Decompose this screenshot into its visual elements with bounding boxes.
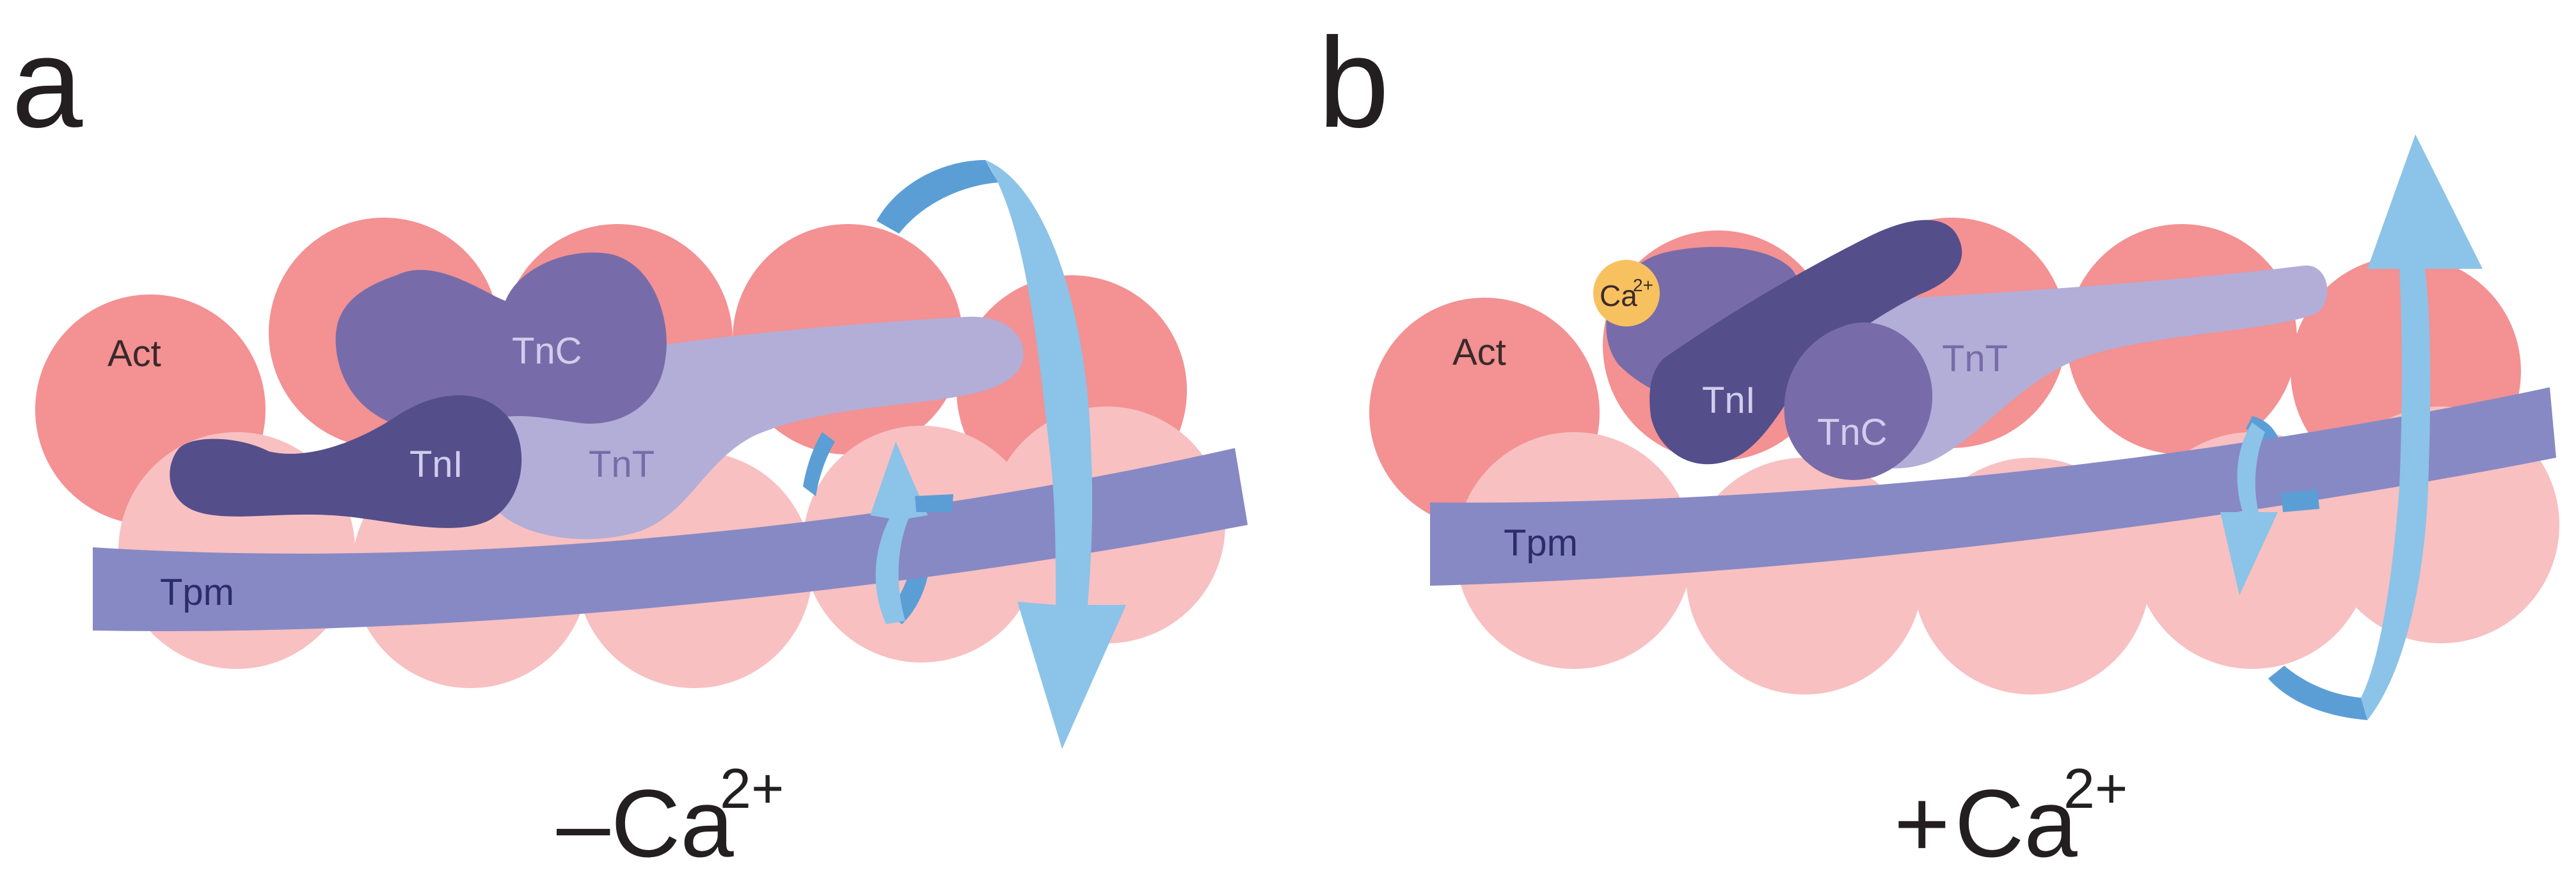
condition-sign-a: – <box>557 769 610 877</box>
condition-sup-b: 2+ <box>2063 757 2127 820</box>
tnc-label-a: TnC <box>512 330 582 372</box>
tnt-label-a: TnT <box>589 444 655 485</box>
condition-sign-b: + <box>1894 769 1950 877</box>
small-arrow-tail-b <box>2281 490 2319 512</box>
tpm-label-a: Tpm <box>160 572 234 613</box>
large-rotation-arrow-back-b <box>2268 666 2367 720</box>
condition-base-b: Ca <box>1955 769 2078 877</box>
calcium-ion: Ca 2+ <box>1593 260 1660 326</box>
condition-label-a: – Ca 2+ <box>557 757 784 877</box>
small-rotation-arrow-a <box>870 442 928 624</box>
tropomyosin-strand-a <box>93 448 1248 632</box>
panel-letter-a: a <box>12 12 83 154</box>
large-rotation-arrow-back-a <box>877 160 998 234</box>
tnt-subunit-b <box>1822 265 2328 469</box>
tnc-label-b: TnC <box>1817 412 1888 453</box>
tnc-subunit-b <box>1784 322 1933 480</box>
panel-a: a Act Tpm TnT TnC TnI <box>12 12 1248 877</box>
act-label-b: Act <box>1452 332 1506 373</box>
tnt-label-b: TnT <box>1942 338 2008 380</box>
tropomyosin-strand-b <box>1430 387 2556 586</box>
panel-b: b Act Tpm TnT TnI <box>1318 12 2559 877</box>
tni-label-b: TnI <box>1702 380 1756 421</box>
tni-subunit-b <box>1650 220 1962 465</box>
act-label-a: Act <box>107 333 161 374</box>
large-rotation-arrow-b <box>2361 134 2483 720</box>
large-arrow-hidden-tail-a <box>803 432 835 496</box>
tnc-subunit-a <box>335 252 667 431</box>
condition-base-a: Ca <box>611 769 734 877</box>
small-rotation-arrow-b <box>2220 422 2278 595</box>
large-rotation-arrow-a <box>985 160 1126 749</box>
panel-letter-b: b <box>1318 12 1389 154</box>
calcium-ion-sup: 2+ <box>1633 275 1653 295</box>
tni-label-a: TnI <box>409 444 463 485</box>
calcium-ion-circle <box>1593 260 1660 326</box>
tni-subunit-a <box>170 395 522 528</box>
small-arrow-tail-a <box>915 494 953 512</box>
condition-sup-a: 2+ <box>720 757 784 820</box>
condition-label-b: + Ca 2+ <box>1894 757 2127 877</box>
tpm-label-b: Tpm <box>1504 522 1578 564</box>
calcium-ion-label: Ca <box>1600 279 1637 312</box>
